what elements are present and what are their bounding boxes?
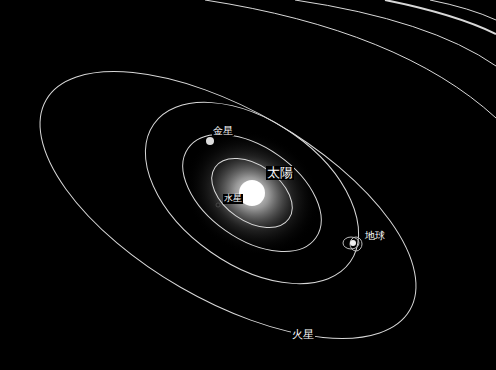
outer-orbit [385,0,496,34]
planet-label: 地球 [364,230,386,241]
earth [350,240,356,246]
outer-orbit [295,0,496,66]
earth-orbit [112,65,391,321]
mercury-orbit [199,144,305,241]
venus-orbit [162,111,343,276]
sun-label: 太陽 [266,166,294,180]
outer-orbit [205,0,496,118]
planet-label: 火星 [291,329,315,341]
planet-label: 金星 [212,125,234,136]
outer-orbit [430,0,496,20]
sun-glow [161,106,342,280]
mars-orbit [0,18,457,370]
planet-label: 水星 [223,194,243,204]
moon-loop [350,237,362,251]
venus [206,137,214,145]
mercury [216,203,220,207]
